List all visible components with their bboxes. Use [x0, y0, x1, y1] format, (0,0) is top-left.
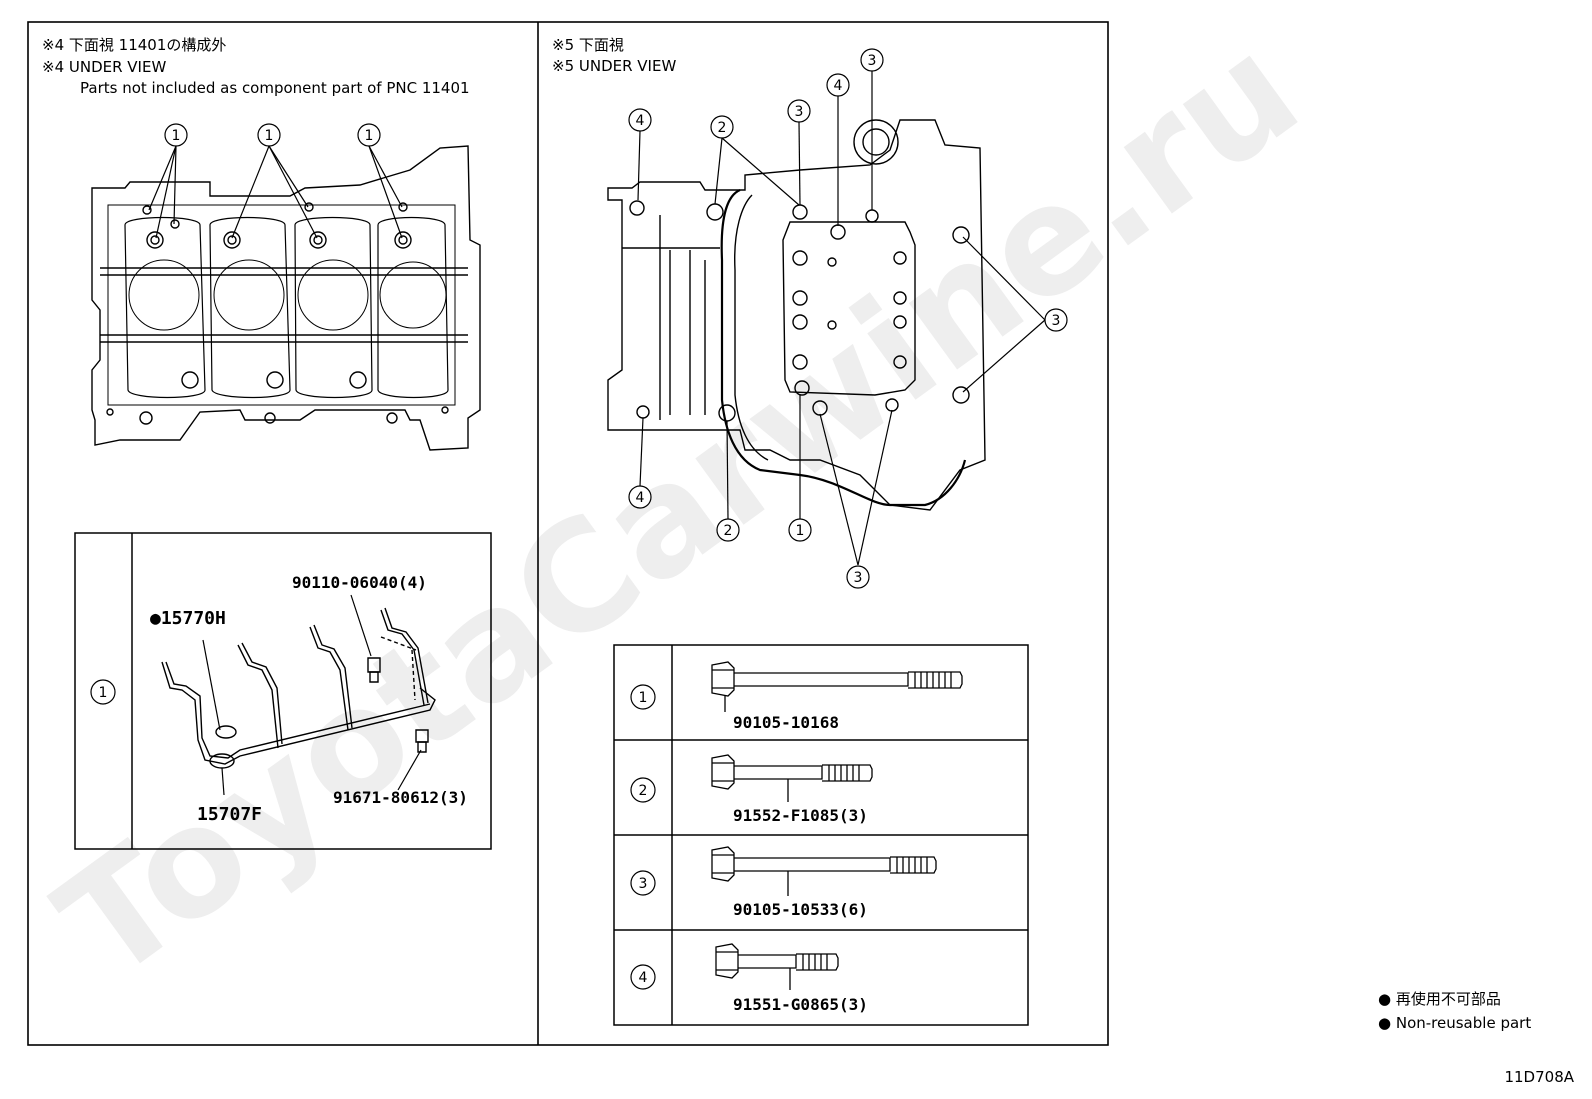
right-panel: ※5 下面視 ※5 UNDER VIEW	[552, 36, 1068, 1026]
left-title-en: ※4 UNDER VIEW	[42, 58, 166, 76]
bolt-icon-long	[711, 661, 963, 712]
svg-text:4: 4	[636, 490, 645, 506]
part-91671-80612: 91671-80612(3)	[333, 788, 468, 807]
engine-block-drawing	[91, 145, 481, 451]
svg-text:3: 3	[1052, 313, 1061, 329]
svg-text:1: 1	[265, 128, 274, 144]
right-callout-3-a: 3	[787, 99, 811, 123]
part-15707f: 15707F	[197, 804, 262, 825]
left-subtitle: Parts not included as component part of …	[80, 79, 470, 97]
svg-text:4: 4	[834, 78, 843, 94]
svg-text:2: 2	[718, 120, 727, 136]
bolt-row-1: 1 90105-10168	[630, 661, 963, 732]
part-90110-06040: 90110-06040(4)	[292, 573, 427, 592]
part-15770h: ●15770H	[150, 608, 226, 629]
left-panel: ※4 下面視 11401の構成外 ※4 UNDER VIEW Parts not…	[42, 36, 492, 850]
svg-text:3: 3	[868, 53, 877, 69]
oil-jet-detail-table: 1	[74, 532, 492, 850]
svg-text:1: 1	[172, 128, 181, 144]
detail-row-callout: 1	[90, 679, 116, 705]
left-callout-3: 1	[357, 123, 381, 147]
bolt-icon-small	[715, 943, 839, 990]
svg-text:4: 4	[636, 113, 645, 129]
right-callout-3-c: 3	[1044, 308, 1068, 332]
bolt-part-91551-g0865: 91551-G0865(3)	[733, 995, 868, 1014]
bolt-icon-short	[711, 754, 873, 802]
legend-en: ● Non-reusable part	[1378, 1014, 1531, 1032]
block-underside-drawing	[607, 119, 986, 511]
right-callout-4-bottom: 4	[628, 485, 652, 509]
svg-text:2: 2	[724, 523, 733, 539]
bolt-row-2: 2 91552-F1085(3)	[630, 754, 873, 825]
svg-text:3: 3	[854, 570, 863, 586]
figure-code: 11D708A	[1504, 1068, 1574, 1086]
right-callout-1-bottom: 1	[788, 518, 812, 542]
svg-text:2: 2	[639, 783, 648, 799]
right-callout-3-b: 3	[860, 48, 884, 72]
left-title-jp: ※4 下面視 11401の構成外	[42, 36, 226, 54]
right-callout-2-bottom: 2	[716, 518, 740, 542]
bolt-icon-medium	[711, 846, 937, 896]
svg-text:3: 3	[639, 876, 648, 892]
bolt-part-90105-10168: 90105-10168	[733, 713, 839, 732]
right-title-jp: ※5 下面視	[552, 36, 624, 54]
legend-jp: ● 再使用不可部品	[1378, 990, 1501, 1008]
legend: ● 再使用不可部品 ● Non-reusable part	[1378, 990, 1531, 1032]
bolt-part-91552-f1085: 91552-F1085(3)	[733, 806, 868, 825]
right-callout-4-top: 4	[628, 108, 652, 132]
bolt-table: 1 90105-10168 2	[613, 644, 1029, 1026]
outer-frame	[27, 21, 1109, 1046]
bolt-part-90105-10533: 90105-10533(6)	[733, 900, 868, 919]
svg-text:1: 1	[365, 128, 374, 144]
left-callout-2: 1	[257, 123, 281, 147]
right-title-en: ※5 UNDER VIEW	[552, 57, 676, 75]
bolt-row-4: 4 91551-G0865(3)	[630, 943, 868, 1014]
bolt-row-3: 3 90105-10533(6)	[630, 846, 937, 919]
watermark: ToyotaCarwine.ru	[29, 3, 1329, 1014]
svg-text:4: 4	[639, 970, 648, 986]
svg-text:1: 1	[796, 523, 805, 539]
right-callout-3-bottom: 3	[846, 565, 870, 589]
svg-text:1: 1	[99, 685, 108, 701]
right-callout-4-b: 4	[826, 73, 850, 97]
left-callout-1: 1	[164, 123, 188, 147]
svg-text:3: 3	[795, 104, 804, 120]
right-callout-2-top: 2	[710, 115, 734, 139]
svg-text:1: 1	[639, 690, 648, 706]
